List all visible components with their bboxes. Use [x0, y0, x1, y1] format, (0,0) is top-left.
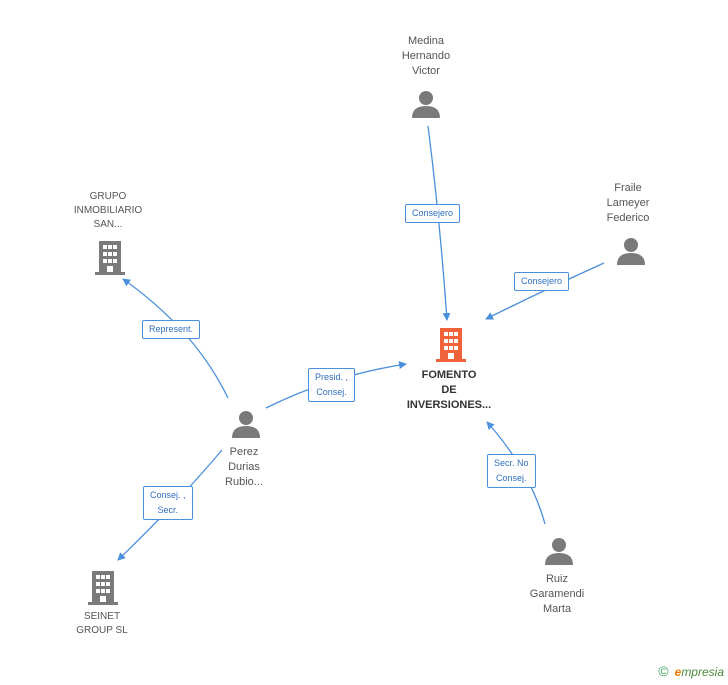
node-label-seinet[interactable]: SEINET GROUP SL: [76, 611, 128, 636]
person-icon[interactable]: [411, 90, 441, 123]
edge-label-perez-main[interactable]: Presid. , Consej.: [308, 368, 356, 402]
person-icon[interactable]: [616, 237, 646, 270]
footer-brand: © empresia: [658, 663, 724, 679]
node-label-perez[interactable]: Perez Durias Rubio...: [225, 446, 263, 488]
person-icon[interactable]: [231, 410, 261, 443]
building-icon[interactable]: [95, 241, 125, 280]
edge-label-medina-main[interactable]: Consejero: [405, 204, 461, 223]
node-label-fraile[interactable]: Fraile Lameyer Federico: [606, 182, 650, 224]
brand-e: e: [674, 665, 682, 679]
edge-label-perez-seinet[interactable]: Consej. , Secr.: [143, 486, 193, 520]
building-icon[interactable]: [88, 571, 118, 610]
node-label-ruiz[interactable]: Ruiz Garamendi Marta: [529, 573, 585, 615]
edge-fraile-main: [485, 262, 605, 320]
node-label-main[interactable]: FOMENTO DE INVERSIONES...: [406, 369, 492, 411]
edge-label-ruiz-main[interactable]: Secr. No Consej.: [487, 454, 536, 488]
edge-label-perez-grupo[interactable]: Represent.: [142, 320, 201, 339]
edge-label-fraile-main[interactable]: Consejero: [514, 272, 570, 291]
node-label-grupo[interactable]: GRUPO INMOBILIARIO SAN...: [73, 191, 143, 230]
copyright-icon: ©: [658, 663, 669, 679]
brand-name: mpresia: [681, 665, 724, 679]
main-company-building-icon[interactable]: [436, 328, 466, 367]
person-icon[interactable]: [544, 537, 574, 570]
edge-medina-main: [427, 125, 451, 321]
node-label-medina[interactable]: Medina Hernando Victor: [401, 35, 451, 77]
